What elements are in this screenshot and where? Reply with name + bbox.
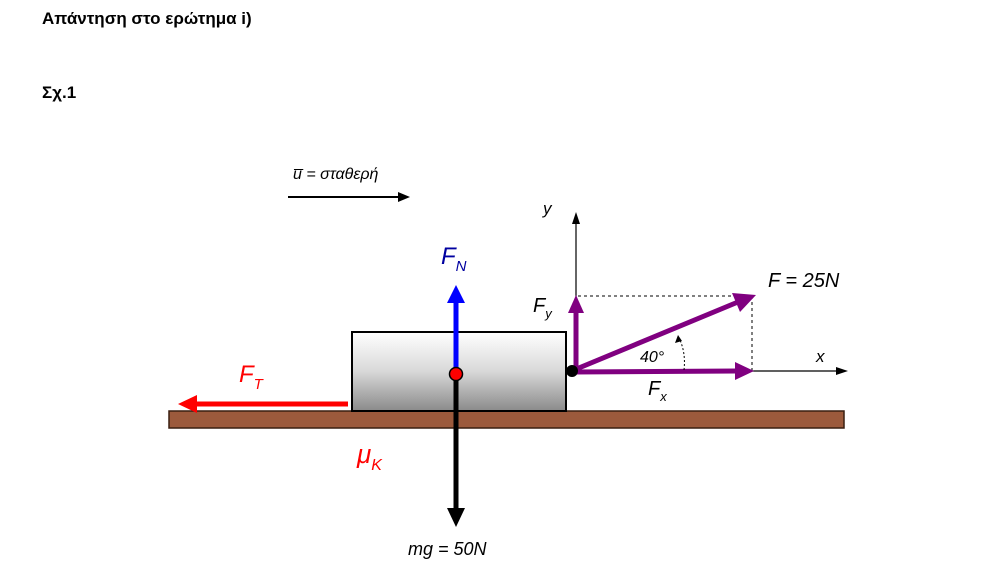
friction-force-arrow xyxy=(178,395,348,413)
normal-force-label: FN xyxy=(441,243,467,275)
fx-component-label: Fx xyxy=(648,378,667,404)
velocity-label: u̅ = σταθερή xyxy=(293,166,379,183)
x-axis xyxy=(752,367,848,375)
angle-label: 40° xyxy=(640,349,665,366)
y-axis-label: y xyxy=(542,199,553,218)
velocity-arrow xyxy=(288,192,410,202)
weight-label: mg = 50N xyxy=(408,539,488,559)
x-axis-label: x xyxy=(815,347,825,366)
figure-label: Σχ.1 xyxy=(42,83,77,102)
fy-component-arrow xyxy=(568,295,584,372)
applied-force-label: F = 25N xyxy=(768,270,840,292)
friction-coefficient-label: μK xyxy=(356,439,383,474)
weight-arrow xyxy=(447,375,465,527)
answer-heading: Απάντηση στο ερώτημα i) xyxy=(42,9,252,28)
friction-force-label: FT xyxy=(239,361,265,393)
ground-surface xyxy=(168,410,845,429)
force-application-point xyxy=(566,365,578,377)
applied-force-arrow xyxy=(573,293,756,373)
fy-component-label: Fy xyxy=(533,295,553,321)
normal-force-arrow xyxy=(447,285,465,372)
center-of-mass-dot xyxy=(448,366,464,382)
angle-arc xyxy=(675,335,685,371)
fx-component-arrow xyxy=(573,362,754,380)
